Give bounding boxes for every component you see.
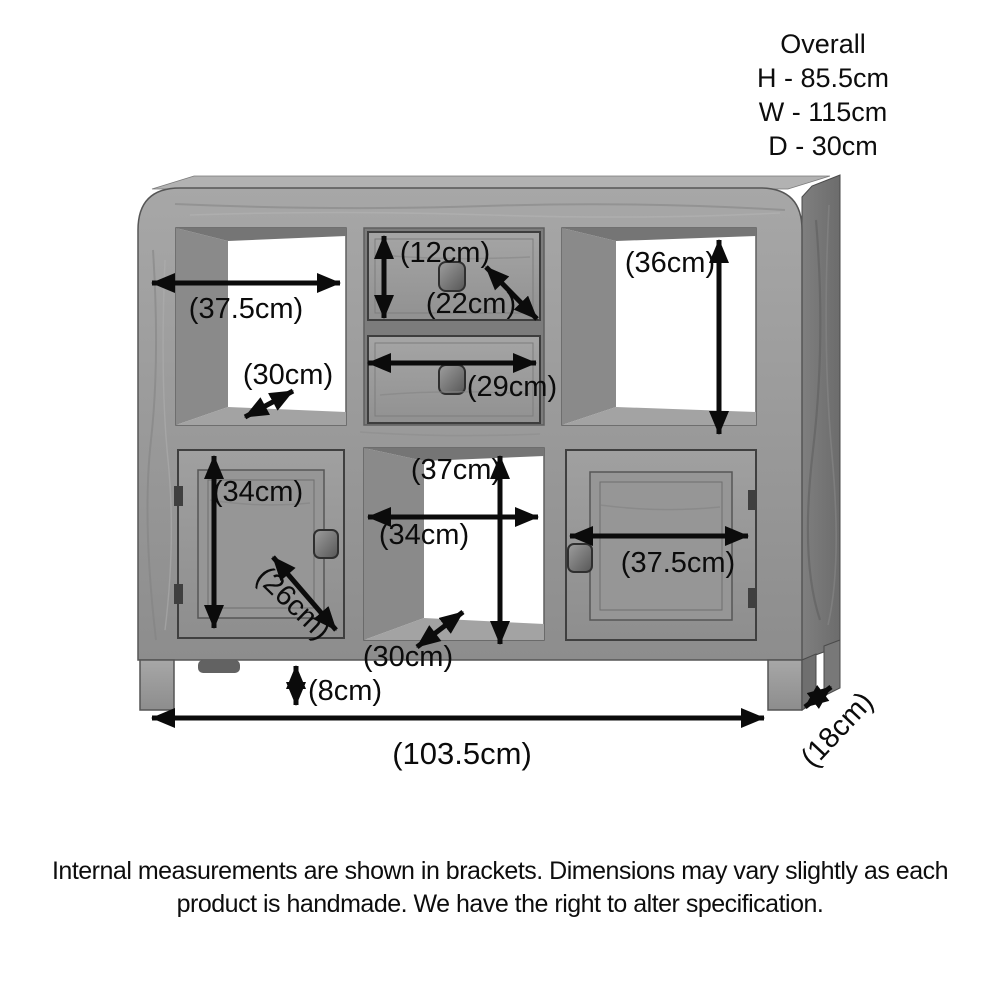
front-left-leg <box>139 659 175 711</box>
grain-streak <box>359 431 541 437</box>
dimension-label-middle-shelf-height: (37cm) <box>411 454 501 486</box>
front-right-leg <box>767 659 803 711</box>
grain-streak <box>599 504 721 511</box>
right-door-hinge-top <box>748 490 757 510</box>
left-door-hinge-top <box>174 486 183 506</box>
dimension-label-top-drawer-depth: (22cm) <box>426 288 516 320</box>
shelf-inner-wall <box>364 448 424 640</box>
dimension-label-left-door-height: (34cm) <box>213 476 303 508</box>
overall-height: H - 85.5cm <box>756 63 890 93</box>
back-right-leg <box>823 639 841 697</box>
dimension-label-top-drawer-height: (12cm) <box>400 237 490 269</box>
dimension-arrow-top-left-shelf-depth <box>243 388 295 420</box>
back-left-foot <box>198 660 240 673</box>
dimension-label-top-left-shelf-width: (37.5cm) <box>189 293 303 325</box>
overall-width: W - 115cm <box>758 97 888 127</box>
overall-dimensions-block: Overall H - 85.5cm W - 115cm D - 30cm <box>728 27 918 163</box>
wood-grain-decoration <box>146 203 837 641</box>
bottom-drawer-knob <box>438 364 466 395</box>
grain-streak <box>162 259 173 631</box>
overall-title: Overall <box>780 29 866 59</box>
dimension-label-middle-shelf-width: (34cm) <box>379 519 469 551</box>
door-panel <box>589 471 733 621</box>
left-door-knob <box>313 529 339 559</box>
bottom-drawer-front-inner-line <box>374 342 534 417</box>
shelf-floor <box>562 407 756 425</box>
dimension-label-base-width: (103.5cm) <box>392 736 532 771</box>
grain-streak <box>379 254 531 260</box>
dimension-arrow-middle-shelf-depth <box>415 610 465 649</box>
grain-streak <box>146 249 158 641</box>
footer-line-1: Internal measurements are shown in brack… <box>51 857 949 885</box>
grain-streak <box>825 204 837 626</box>
cabinet-top-surface <box>151 175 831 190</box>
dimension-arrow-leg-depth <box>803 685 833 709</box>
dimension-label-bottom-drawer-width: (29cm) <box>467 371 557 403</box>
right-door-hinge-bottom <box>748 588 757 608</box>
dimension-label-floor-clearance: (8cm) <box>308 675 382 707</box>
left-door-hinge-bottom <box>174 584 183 604</box>
dimension-arrow-top-drawer-depth <box>484 265 539 321</box>
dimension-label-middle-shelf-depth: (30cm) <box>363 641 453 673</box>
dimension-label-top-left-shelf-depth: (30cm) <box>243 359 333 391</box>
dimension-label-top-right-shelf-height: (36cm) <box>625 247 715 279</box>
footer-line-2: product is handmade. We have the right t… <box>176 890 824 918</box>
shelf-ceiling <box>562 228 756 241</box>
dimension-annotations <box>151 235 833 728</box>
right-cupboard-door <box>565 449 757 641</box>
grain-streak <box>379 390 531 396</box>
grain-streak <box>189 211 781 218</box>
shelf-inner-wall <box>562 228 616 425</box>
top-left-open-shelf <box>175 227 347 426</box>
top-drawer-knob <box>438 261 466 292</box>
shelf-inner-wall <box>176 228 228 425</box>
overall-depth: D - 30cm <box>768 131 878 161</box>
dimension-label-right-door-width: (37.5cm) <box>621 547 735 579</box>
grain-streak <box>174 203 786 211</box>
shelf-ceiling <box>176 228 346 241</box>
door-panel-inner-line <box>599 481 723 611</box>
grain-streak <box>806 219 822 621</box>
dimension-arrow-left-door-diagonal <box>271 555 338 632</box>
right-door-knob <box>567 543 593 573</box>
footer-note: Internal measurements are shown in brack… <box>0 855 1000 921</box>
